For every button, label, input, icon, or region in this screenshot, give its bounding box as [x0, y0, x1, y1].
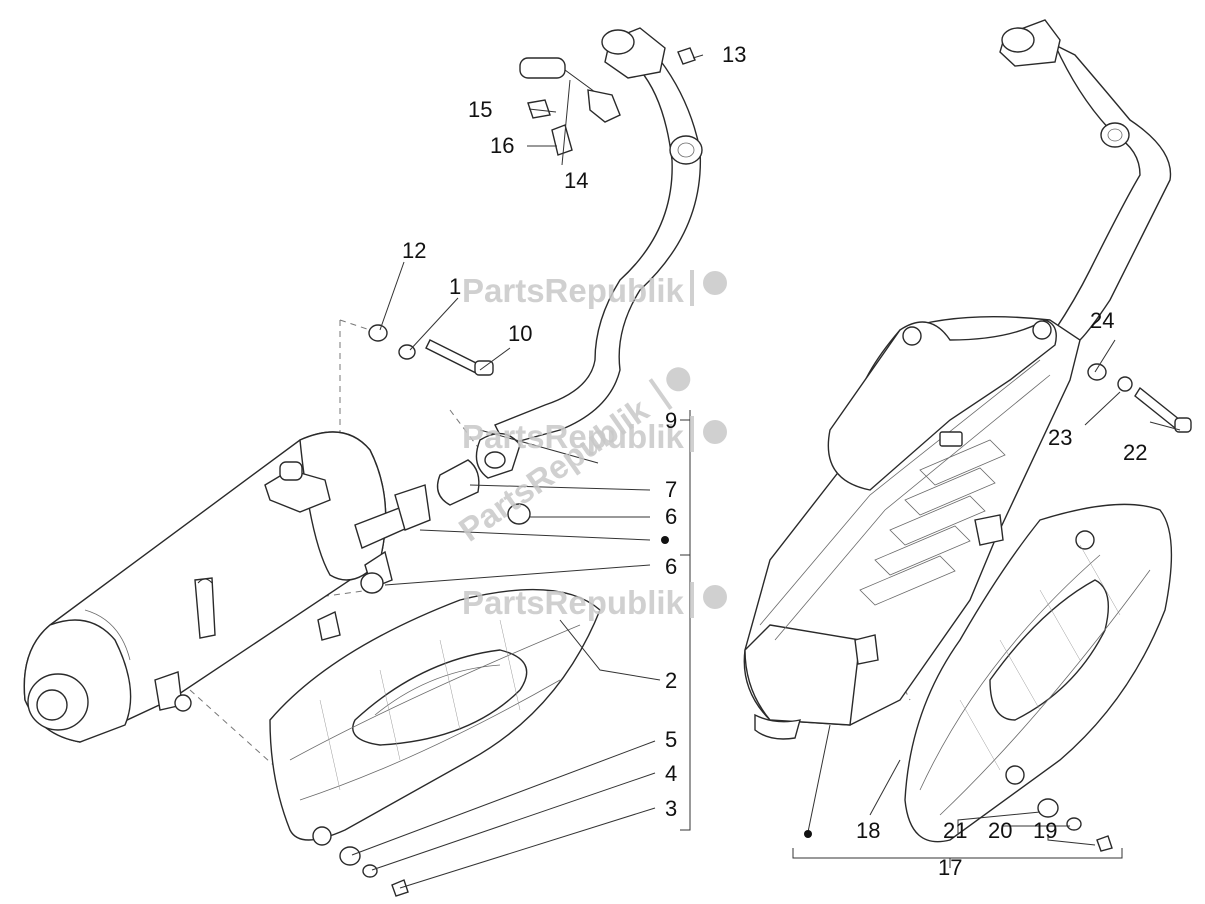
callout-13: 13: [722, 42, 746, 67]
gear-icon: [703, 585, 727, 609]
callout-10: 10: [508, 321, 532, 346]
watermark-3: PartsRepublik: [462, 582, 727, 621]
callout-2: 2: [665, 668, 677, 693]
callout-14: 14: [564, 168, 588, 193]
callout-7: 7: [665, 477, 677, 502]
callout-6: 6: [665, 554, 677, 579]
exhaust-pipe-right: [999, 19, 1172, 341]
callout-3: 3: [665, 796, 677, 821]
callouts: 13 15 16 14 12 1 10 9 7 6 6 2 5 4 3 24 2…: [402, 42, 1147, 880]
callout-17: 17: [938, 855, 962, 880]
ref-dot-left: [661, 536, 669, 544]
callout-5: 5: [665, 727, 677, 752]
gear-icon: [703, 420, 727, 444]
leader-lines: [351, 54, 1181, 889]
ref-dot-right: [804, 830, 812, 838]
callout-15: 15: [468, 97, 492, 122]
callout-9: 9: [665, 408, 677, 433]
muffler-right: [743, 315, 1081, 740]
exhaust-pipe-left: [475, 27, 703, 479]
callout-23: 23: [1048, 425, 1072, 450]
watermark-text: PartsRepublik: [462, 272, 685, 309]
callout-4: 4: [665, 761, 677, 786]
right-small-parts: [1037, 363, 1192, 852]
callout-19: 19: [1033, 818, 1057, 843]
heat-shield-right: [904, 503, 1173, 843]
callout-16: 16: [490, 133, 514, 158]
callout-18: 18: [856, 818, 880, 843]
watermark-text: PartsRepublik: [462, 418, 685, 455]
watermark-1: PartsRepublik: [462, 270, 727, 309]
muffler-left: [23, 431, 431, 743]
callout-20: 20: [988, 818, 1012, 843]
callout-1: 1: [449, 274, 461, 299]
watermark-text: PartsRepublik: [462, 584, 685, 621]
left-small-parts: [339, 47, 696, 897]
callout-21: 21: [943, 818, 967, 843]
callout-24: 24: [1090, 308, 1114, 333]
heat-shield-left: [269, 588, 601, 846]
watermark-2: PartsRepublik: [462, 416, 727, 455]
callout-6: 6: [665, 504, 677, 529]
callout-22: 22: [1123, 440, 1147, 465]
callout-12: 12: [402, 238, 426, 263]
gear-icon: [703, 271, 727, 295]
gear-icon: [666, 367, 691, 392]
